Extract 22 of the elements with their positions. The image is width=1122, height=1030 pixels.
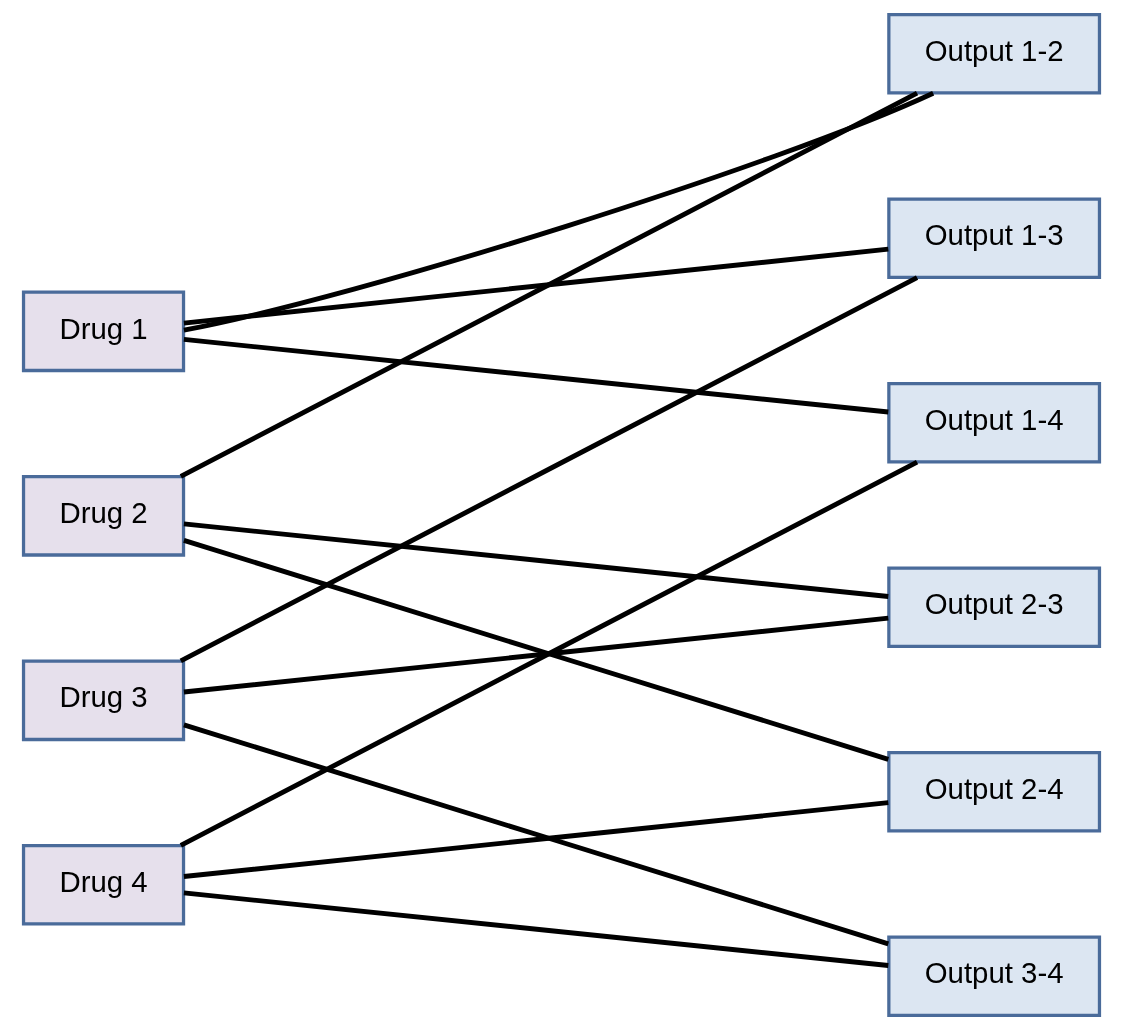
connector (179, 275, 918, 664)
node-box: Output 3-4 (886, 935, 1101, 1018)
connector (182, 537, 889, 762)
connector (183, 800, 889, 879)
node-box: Output 2-4 (886, 750, 1101, 833)
node-box: Output 1-4 (886, 381, 1101, 464)
connector (179, 459, 918, 848)
connector (179, 90, 918, 479)
connector (183, 246, 889, 326)
node-box: Output 1-3 (886, 197, 1101, 280)
node-box: Output 1-2 (886, 12, 1101, 95)
node-box: Drug 1 (21, 290, 185, 373)
node-box: Output 2-3 (886, 566, 1101, 649)
node-box: Drug 4 (21, 844, 185, 926)
connector (183, 521, 889, 599)
node-box: Drug 2 (21, 475, 185, 557)
connector (183, 890, 889, 968)
connector (183, 337, 889, 415)
connector (183, 615, 889, 695)
node-box: Drug 3 (21, 659, 185, 742)
connector (182, 90, 934, 333)
connector (182, 722, 889, 947)
